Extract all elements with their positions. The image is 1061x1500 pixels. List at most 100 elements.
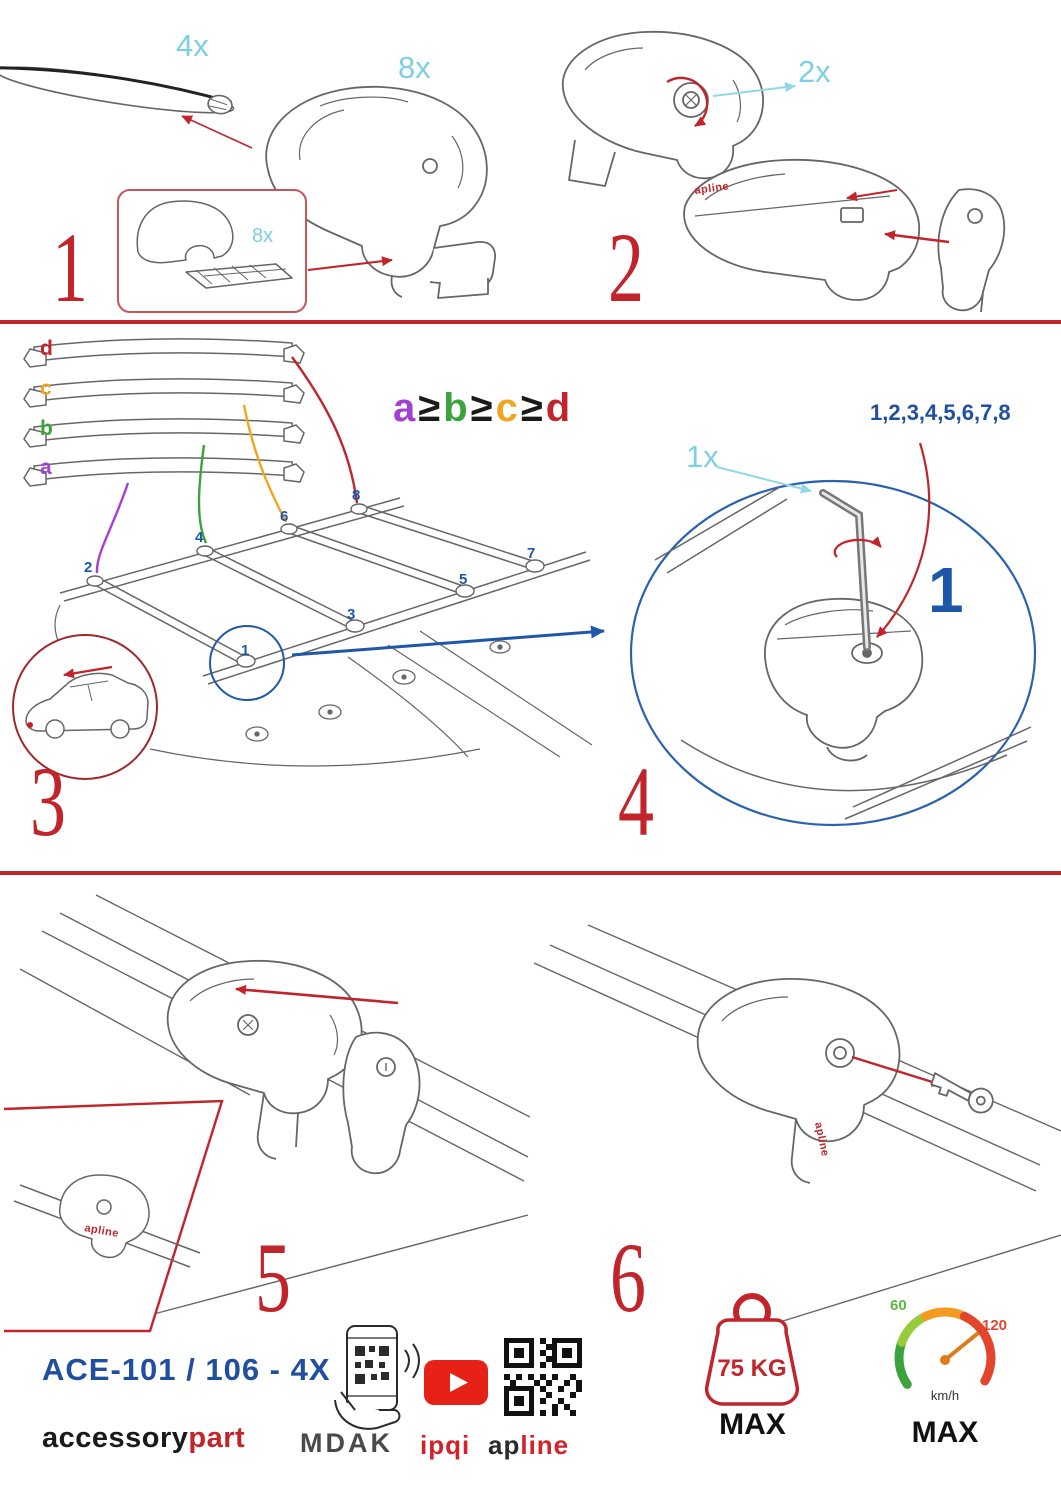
weight-max-label: MAX <box>719 1408 786 1441</box>
position-label: 6 <box>280 508 288 525</box>
pad-pointer-arrow <box>307 256 393 271</box>
qty-pad: 8x <box>252 225 274 247</box>
position-label: 4 <box>195 529 204 546</box>
car-roof-outline <box>54 604 593 767</box>
gauge-needle <box>943 1332 979 1362</box>
brand-part: part <box>188 1422 246 1454</box>
bar-label-c: c <box>40 377 52 400</box>
speed-low-label: 60 <box>890 1297 907 1314</box>
formula-gte: ≥ <box>418 386 444 430</box>
foot-cover-assembly-illustration <box>683 158 1006 313</box>
bar-label-b: b <box>40 417 53 440</box>
step2-illustration: apline <box>562 30 1006 313</box>
step-number-3: 3 <box>30 746 66 857</box>
car-inset-illustration <box>12 634 158 780</box>
rail-context-lines <box>654 486 1032 820</box>
ipqi-logo: ipqi <box>420 1430 471 1460</box>
lock-rotate-arrow <box>666 76 709 128</box>
position-label: 2 <box>84 559 92 576</box>
section-divider-bottom <box>0 871 1061 875</box>
step-number-2: 2 <box>608 212 644 323</box>
cover-slide-arrow <box>846 189 898 202</box>
speed-unit-label: km/h <box>931 1388 959 1403</box>
foot-lock-side-illustration <box>696 978 901 1184</box>
brand-logo: accessorypart <box>42 1422 245 1455</box>
position-label: 5 <box>459 571 467 588</box>
rail-mounts <box>245 640 511 742</box>
qty-foot: 8x <box>398 50 431 85</box>
tighten-sequence: 1,2,3,4,5,6,7,8 <box>870 400 1011 425</box>
installed-foot-inset: apline <box>3 1099 224 1333</box>
footer-bar: ACE-101 / 106 - 4X accessorypart MDAK <box>0 1280 1061 1500</box>
formula-gte: ≥ <box>520 386 546 430</box>
bar-position-curves <box>95 356 359 574</box>
position-label: 3 <box>347 606 355 623</box>
speed-high-label: 120 <box>982 1317 1007 1334</box>
allen-key-icon <box>819 489 871 651</box>
apline-logo: apline <box>488 1430 569 1461</box>
apline-ap: ap <box>488 1430 521 1460</box>
roof-rails <box>59 497 591 685</box>
qty-lock: 2x <box>798 54 831 89</box>
bar-label-a: a <box>40 456 52 479</box>
foot-brand-mark: apline <box>83 1222 119 1240</box>
qty-crossbar: 4x <box>176 28 209 63</box>
lock-qty-arrow <box>712 82 796 97</box>
car-direction-arrow <box>63 665 113 679</box>
crossbar-illustration <box>0 66 235 115</box>
roof-feet <box>86 503 545 668</box>
step-number-4: 4 <box>618 746 654 857</box>
detail-pointer-arrow <box>291 625 605 657</box>
rubber-pad-inset <box>117 189 393 313</box>
foot-clamp-illustration <box>265 85 496 299</box>
key-rotate-arrow <box>833 536 882 558</box>
foot-brand-mark: apline <box>694 180 730 197</box>
weight-limit-icon: 75 KG <box>704 1293 800 1406</box>
youtube-icon <box>424 1360 488 1405</box>
position-label: 1 <box>241 642 249 659</box>
key-icon <box>930 1072 994 1114</box>
first-position-number: 1 <box>928 554 964 626</box>
position-label: 7 <box>527 545 535 562</box>
size-order-formula: a≥b≥c≥d <box>393 388 573 428</box>
car-front-dot <box>27 722 33 728</box>
qr-code-icon <box>504 1338 582 1416</box>
lock-cylinder-icon <box>825 1038 855 1068</box>
lock-cover-illustration <box>342 1031 421 1175</box>
formula-a: a <box>393 386 419 430</box>
position-numbers: 2 4 6 8 1 3 5 7 <box>84 487 535 659</box>
model-number: ACE-101 / 106 - 4X <box>42 1352 331 1387</box>
apline-line: line <box>520 1430 570 1460</box>
speed-max-label: MAX <box>911 1416 979 1449</box>
mdak-logo: MDAK <box>300 1428 393 1458</box>
formula-d: d <box>545 386 574 430</box>
foot-lock-illustration <box>562 30 764 187</box>
key-qty-arrow <box>716 466 812 494</box>
phone-scan-icon <box>334 1325 420 1430</box>
step1-illustration <box>0 66 496 313</box>
step-number-5: 5 <box>255 1222 291 1333</box>
position-1-highlight <box>209 625 285 701</box>
sequence-arrow <box>876 442 931 638</box>
step-number-1: 1 <box>52 212 88 323</box>
formula-gte: ≥ <box>470 386 496 430</box>
qty-key: 1x <box>686 439 719 474</box>
formula-c: c <box>495 386 521 430</box>
step6-illustration: apline <box>533 924 1061 1326</box>
position-label: 8 <box>352 487 360 504</box>
section-divider-top <box>0 320 1061 324</box>
key-remove-arrow <box>851 1055 943 1087</box>
brand-accessory: accessory <box>42 1422 189 1454</box>
step5-illustration: apline <box>3 894 530 1333</box>
bar-label-d: d <box>40 337 53 360</box>
formula-b: b <box>443 386 471 430</box>
step3-illustration: 2 4 6 8 1 3 5 7 <box>12 338 605 780</box>
foot-side-illustration <box>166 960 363 1160</box>
phone-qr-pattern <box>355 1346 389 1384</box>
speed-limit-icon: 60 120 km/h <box>890 1297 1007 1403</box>
step4-illustration <box>629 442 1037 827</box>
weight-value: 75 KG <box>717 1355 786 1382</box>
bar-pointer-arrow <box>181 115 253 149</box>
crossbar-size-stack <box>23 338 305 487</box>
